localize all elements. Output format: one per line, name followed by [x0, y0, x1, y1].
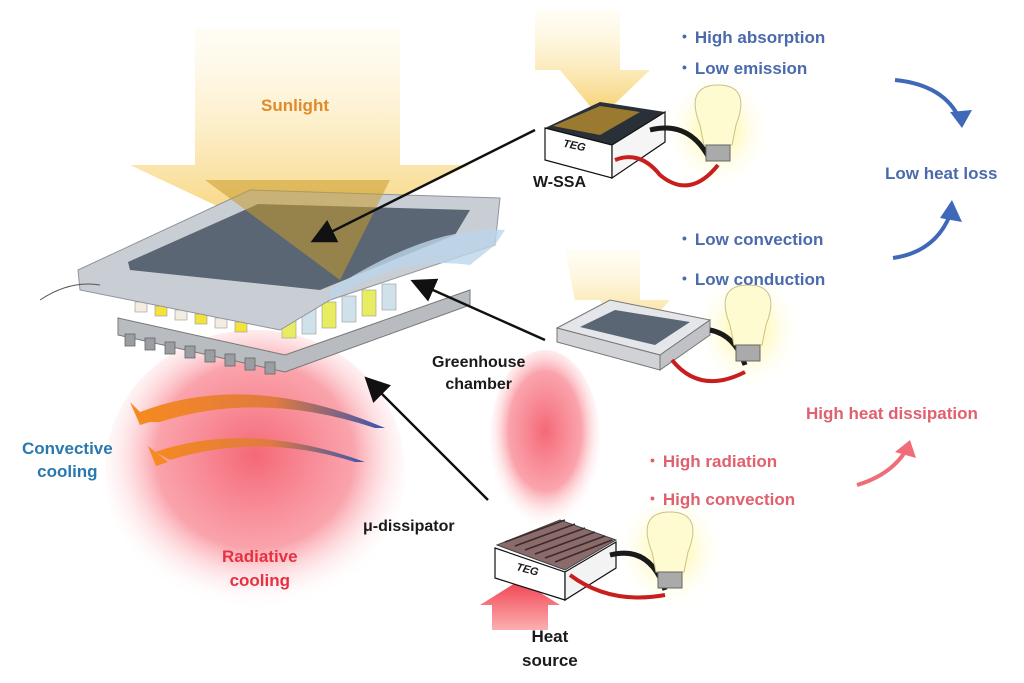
bullet-low-convection: Low convection	[682, 230, 823, 250]
convective-arrows	[130, 394, 385, 466]
bullet-high-convection: High convection	[650, 490, 795, 510]
wssa-module	[535, 10, 773, 190]
dissipator-module	[480, 350, 725, 630]
bullet-high-radiation: High radiation	[650, 452, 777, 472]
greenhouse-pointer	[410, 278, 546, 342]
bullet-low-emission: Low emission	[682, 59, 807, 79]
greenhouse-module	[555, 250, 803, 390]
radiative-glow	[105, 330, 405, 610]
greenhouse-label: Greenhouse chamber	[432, 354, 526, 393]
high-dissipation-arrow	[856, 450, 907, 487]
absorbed-sunlight	[205, 180, 390, 280]
heat-source-label: Heat source	[522, 627, 578, 670]
sunlight-arrow	[130, 28, 470, 245]
arrowhead	[950, 110, 972, 128]
bullet-high-absorption: High absorption	[682, 28, 825, 48]
bullet-low-conduction: Low conduction	[682, 270, 825, 290]
arrowhead	[940, 200, 962, 222]
low-heat-loss-label: Low heat loss	[885, 164, 998, 183]
dissipator-pointer	[364, 376, 489, 501]
dissipator-label: μ-dissipator	[363, 518, 455, 535]
sunlight-label: Sunlight	[261, 96, 329, 115]
high-heat-dissipation-label: High heat dissipation	[806, 404, 978, 423]
arrowhead	[895, 440, 916, 458]
radiative-cooling-label: Radiative cooling	[222, 547, 298, 590]
convective-cooling-label: Convective cooling	[22, 439, 113, 481]
heatsink-fins	[124, 333, 276, 375]
wssa-pointer	[310, 128, 536, 243]
low-heat-loss-arrow-up	[892, 214, 952, 260]
low-heat-loss-arrow-down	[894, 78, 962, 121]
wssa-label: W-SSA	[533, 174, 587, 191]
